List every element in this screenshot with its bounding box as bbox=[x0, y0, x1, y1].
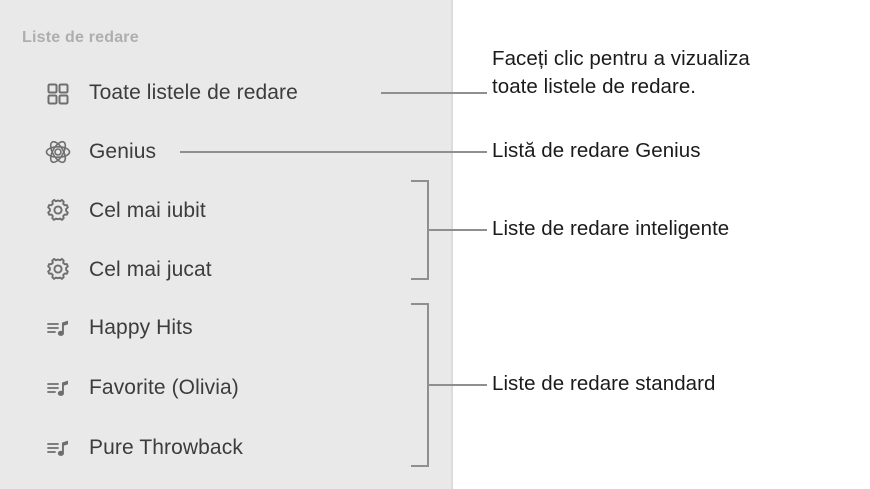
sidebar-item-favorite-olivia[interactable]: Favorite (Olivia) bbox=[0, 371, 453, 405]
callout-leader-line-standard-playlists bbox=[429, 384, 487, 386]
grid-icon bbox=[44, 79, 72, 107]
sidebar-item-label: Genius bbox=[89, 140, 157, 163]
sidebar-item-happy-hits[interactable]: Happy Hits bbox=[0, 311, 453, 345]
callout-text-genius: Listă de redare Genius bbox=[492, 139, 701, 162]
genius-atom-icon bbox=[44, 138, 72, 166]
sidebar-item-label: Cel mai iubit bbox=[89, 199, 206, 222]
sidebar-item-label: Toate listele de redare bbox=[89, 81, 298, 104]
sidebar-item-cel-mai-iubit[interactable]: Cel mai iubit bbox=[0, 194, 453, 228]
callout-text-all-playlists: Faceți clic pentru a vizualiza toate lis… bbox=[492, 47, 750, 98]
sidebar-item-label: Favorite (Olivia) bbox=[89, 376, 239, 399]
sidebar-item-label: Pure Throwback bbox=[89, 436, 243, 459]
callout-bracket-smart-playlists bbox=[411, 180, 429, 280]
callout-text-standard-playlists: Liste de redare standard bbox=[492, 372, 716, 395]
callout-leader-line-all-playlists bbox=[381, 92, 487, 94]
sidebar-item-pure-throwback[interactable]: Pure Throwback bbox=[0, 431, 453, 465]
sidebar-item-label: Cel mai jucat bbox=[89, 258, 212, 281]
playlist-note-icon bbox=[44, 434, 72, 462]
callout-leader-line-genius bbox=[180, 151, 487, 153]
gear-icon bbox=[44, 256, 72, 284]
gear-icon bbox=[44, 197, 72, 225]
sidebar-item-genius[interactable]: Genius bbox=[0, 135, 453, 169]
callout-leader-line-smart-playlists bbox=[429, 229, 487, 231]
playlist-note-icon bbox=[44, 314, 72, 342]
sidebar-item-all-playlists[interactable]: Toate listele de redare bbox=[0, 76, 453, 110]
sidebar-item-cel-mai-jucat[interactable]: Cel mai jucat bbox=[0, 253, 453, 287]
playlists-sidebar: Liste de redare Toate listele de redare bbox=[0, 0, 453, 489]
callout-bracket-standard-playlists bbox=[411, 303, 429, 467]
sidebar-section-header: Liste de redare bbox=[22, 29, 139, 46]
playlist-note-icon bbox=[44, 374, 72, 402]
sidebar-item-label: Happy Hits bbox=[89, 316, 193, 339]
callout-text-smart-playlists: Liste de redare inteligente bbox=[492, 217, 730, 240]
